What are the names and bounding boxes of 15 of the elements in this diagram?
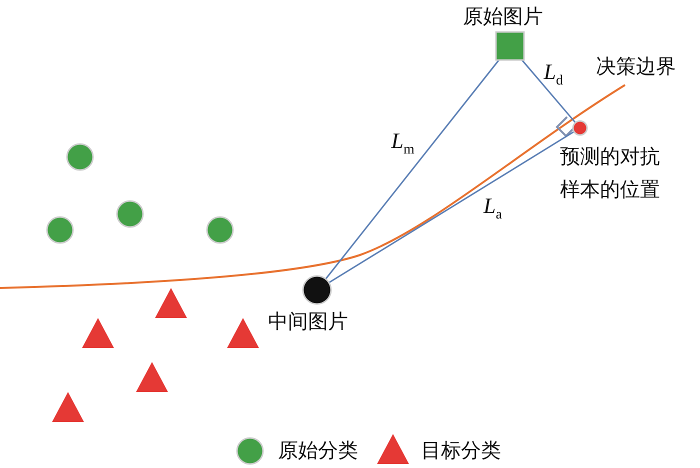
- legend-label: 原始分类: [278, 438, 358, 462]
- edge-label: L$_{a}$: [483, 195, 502, 223]
- edge-label: L$_{d}$: [544, 61, 563, 89]
- distance-line: [328, 131, 574, 284]
- distance-line: [325, 60, 500, 280]
- node-label: 中间图片: [268, 309, 348, 333]
- intermediate-image-dot: [302, 275, 332, 305]
- boundary-label: 决策边界: [596, 54, 676, 78]
- distance-line: [521, 60, 576, 124]
- original-image-square: [495, 31, 525, 61]
- node-label: 原始图片: [463, 4, 543, 28]
- node-label: 预测的对抗样本的位置: [560, 143, 661, 203]
- adversarial-sample-dot: [572, 120, 588, 136]
- legend-label: 目标分类: [421, 438, 501, 462]
- edge-label: L$_{m}$: [391, 130, 414, 157]
